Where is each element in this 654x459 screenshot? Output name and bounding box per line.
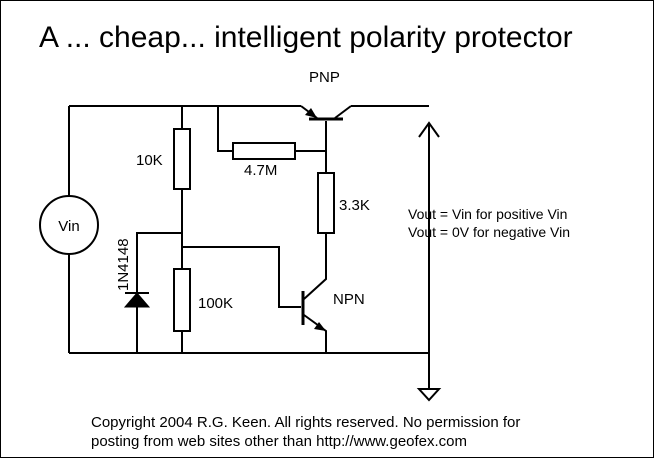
copyright-line-2: posting from web sites other than http:/… xyxy=(91,433,467,450)
vout-arrow-head xyxy=(418,121,440,138)
resistor-100k xyxy=(173,268,191,332)
copyright-line-1: Copyright 2004 R.G. Keen. All rights res… xyxy=(91,414,520,431)
resistor-3-3k-label: 3.3K xyxy=(339,197,370,214)
vin-source xyxy=(39,195,99,255)
r47m-left-wire xyxy=(217,106,233,152)
resistor-10k xyxy=(173,128,191,190)
diode-label: 1N4148 xyxy=(115,238,132,291)
pnp-collector-lead xyxy=(334,105,352,119)
diode-node-wire xyxy=(136,232,182,293)
diode-1n4148 xyxy=(123,292,151,308)
resistor-10k-label: 10K xyxy=(136,152,163,169)
pnp-label: PNP xyxy=(309,69,340,86)
diagram-title: A ... cheap... intelligent polarity prot… xyxy=(39,21,573,54)
resistor-3-3k xyxy=(317,172,335,234)
vin-source-label: Vin xyxy=(58,218,79,235)
resistor-4-7m-label: 4.7M xyxy=(244,162,277,179)
npn-emitter-arrow xyxy=(314,322,326,331)
resistor-4-7m xyxy=(232,142,296,160)
ground-symbol xyxy=(416,388,442,402)
note-negative-vin: Vout = 0V for negative Vin xyxy=(408,224,570,240)
npn-collector-lead xyxy=(303,233,327,300)
npn-label: NPN xyxy=(333,291,365,308)
npn-emitter-lead xyxy=(303,314,327,353)
note-positive-vin: Vout = Vin for positive Vin xyxy=(408,206,567,222)
pnp-emitter-arrow xyxy=(305,108,317,118)
resistor-100k-label: 100K xyxy=(198,295,233,312)
bottom-rail-wire xyxy=(69,352,430,369)
npn-base-wire xyxy=(182,246,301,308)
